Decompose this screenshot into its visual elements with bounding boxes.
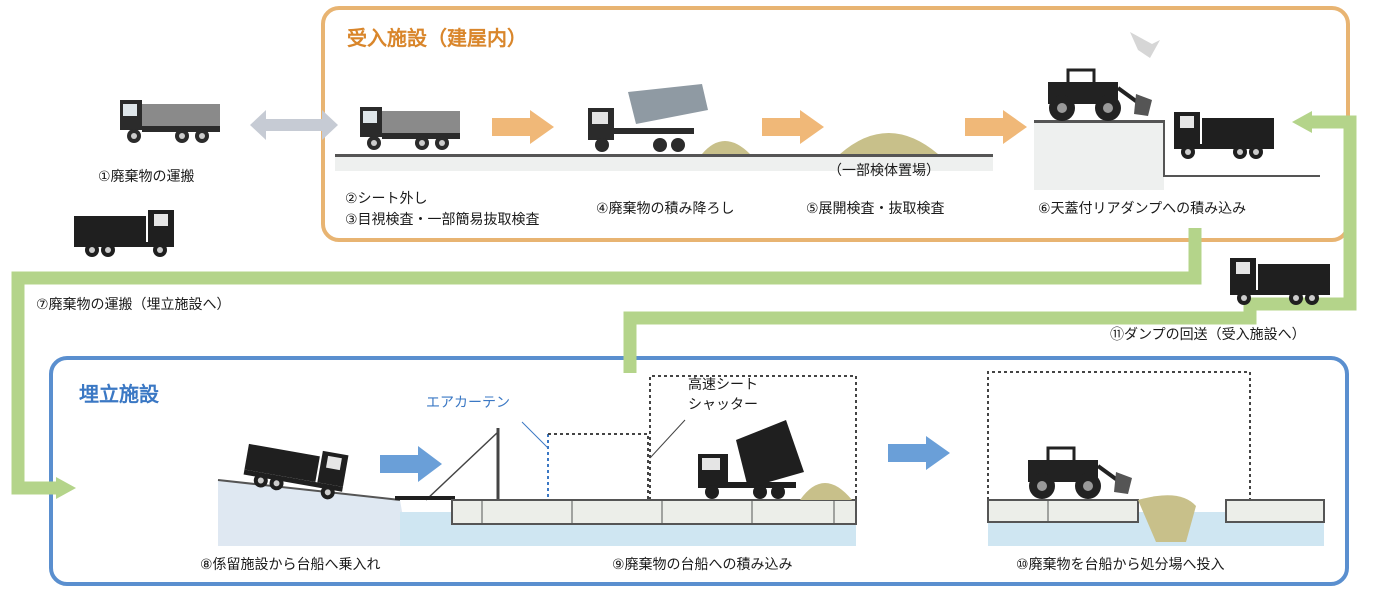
dump-truck-icon [698, 420, 804, 499]
shutter-outline [649, 375, 857, 500]
barge [987, 499, 1325, 523]
step2-label: ②シート外し [345, 191, 428, 207]
landfill-facility-box: 埋立施設 [49, 356, 1349, 586]
reception-facility-title: 受入施設（建屋内） [347, 26, 527, 50]
step10-label: ⑩廃棄物を台船から処分場へ投入 [1016, 557, 1225, 573]
flow-arrow-icon [492, 110, 554, 144]
waste-pile [840, 133, 938, 154]
wheel-loader-icon [1026, 446, 1134, 501]
waste-pile [800, 483, 852, 500]
waste-dump-icon [1138, 495, 1196, 542]
shutter-label-line2: シャッター [688, 397, 758, 413]
step6-label: ⑥天蓋付リアダンプへの積み込み [1038, 201, 1247, 217]
step4-label: ④廃棄物の積み降ろし [596, 201, 735, 217]
landfill-facility-title: 埋立施設 [79, 382, 159, 406]
step5-label: ⑤展開検査・抜取検査 [806, 201, 945, 217]
flow-arrow-icon [888, 436, 950, 470]
shutter-label-line1: 高速シート [688, 377, 758, 393]
flow-arrow-icon [965, 110, 1027, 144]
wheel-loader-icon [1046, 68, 1154, 123]
flow-arrow-icon [762, 110, 824, 144]
shutter-outline [987, 371, 1251, 500]
two-way-arrow [250, 110, 338, 140]
dust-cloud-icon [1130, 32, 1160, 58]
loading-platform [1034, 122, 1164, 190]
step11-label: ⑪ダンプの回送（受入施設へ） [1110, 327, 1306, 343]
step9-label: ⑨廃棄物の台船への積み込み [612, 557, 793, 573]
dump-truck-icon [588, 84, 708, 152]
step3-label: ③目視検査・一部簡易抜取検査 [345, 212, 540, 228]
step8-label: ⑧係留施設から台船へ乗入れ [200, 557, 381, 573]
flow-path [11, 111, 1357, 499]
step1-label: ①廃棄物の運搬 [98, 169, 195, 185]
sample-area-label: （一部検体置場） [828, 163, 940, 179]
step7-label: ⑦廃棄物の運搬（埋立施設へ） [36, 297, 231, 313]
barge [451, 499, 857, 525]
waste-pile [702, 141, 750, 154]
truck-icon [360, 107, 460, 150]
dump-truck-icon [74, 210, 174, 257]
truck-icon [120, 100, 220, 143]
flow-arrow-icon [380, 446, 442, 482]
air-curtain-label: エアカーテン [426, 395, 510, 411]
shelter-outline [548, 433, 649, 500]
